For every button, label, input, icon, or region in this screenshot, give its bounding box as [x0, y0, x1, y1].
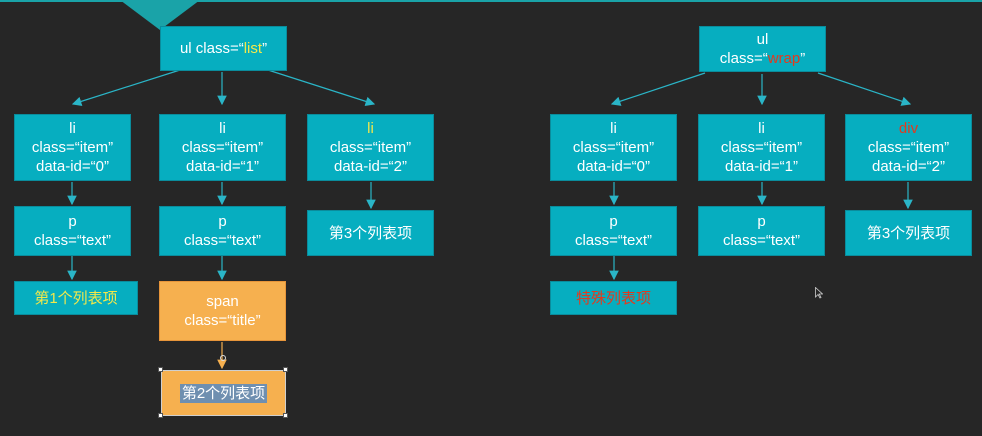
node-r-p-1: p class=“text” — [698, 206, 825, 256]
node-r-li-1: li class=“item” data-id=“1” — [698, 114, 825, 181]
slide-top-bar — [0, 0, 982, 2]
node-ul-list-classname: list — [243, 40, 263, 57]
node-ul-wrap-suffix: ” — [800, 50, 806, 67]
node-r-li-1-tag: li — [758, 120, 765, 137]
node-ul-wrap-prefix: class=“ — [719, 50, 768, 67]
node-li-0-tag: li — [69, 120, 76, 137]
node-r-special-label: 特殊列表项 — [575, 289, 651, 307]
node-li-1: li class=“item” data-id=“1” — [159, 114, 286, 181]
node-r-special: 特殊列表项 — [550, 281, 677, 315]
edge-wrap-to-li0 — [610, 72, 706, 106]
node-ul-wrap: ul class=“wrap” — [699, 26, 826, 72]
node-p-0: p class=“text” — [14, 206, 131, 256]
resize-handle-br[interactable] — [283, 413, 288, 418]
node-r-div-2-attrs: class=“item” data-id=“2” — [867, 139, 950, 175]
node-span-title-text: span class=“title” — [184, 293, 261, 329]
node-li-0: li class=“item” data-id=“0” — [14, 114, 131, 181]
mouse-cursor-icon — [815, 287, 823, 299]
node-li-0-attrs: class=“item” data-id=“0” — [31, 139, 114, 175]
node-ul-wrap-classname: wrap — [767, 50, 801, 67]
node-li-2: li class=“item” data-id=“2” — [307, 114, 434, 181]
resize-handle-tl[interactable] — [158, 367, 163, 372]
node-text-1-label: 第1个列表项 — [34, 289, 118, 307]
edge-list-to-li0 — [71, 69, 181, 107]
connector-point — [220, 355, 226, 361]
slide-top-notch — [120, 0, 200, 30]
node-span-title: span class=“title” — [159, 281, 286, 341]
node-r-div-2-tag: div — [898, 120, 919, 137]
node-r-text-3-label: 第3个列表项 — [866, 224, 951, 242]
node-r-p-0-text: p class=“text” — [574, 213, 653, 249]
node-text-2[interactable]: 第2个列表项 — [161, 370, 286, 416]
node-li-1-tag: li — [219, 120, 226, 137]
node-ul-wrap-tag: ul — [756, 31, 769, 48]
node-p-1: p class=“text” — [159, 206, 286, 256]
node-ul-list-suffix: ” — [262, 40, 268, 57]
resize-handle-tr[interactable] — [283, 367, 288, 372]
node-r-li-0-attrs: class=“item” data-id=“0” — [572, 139, 655, 175]
node-li-1-attrs: class=“item” data-id=“1” — [181, 139, 264, 175]
node-r-div-2: div class=“item” data-id=“2” — [845, 114, 972, 181]
node-r-li-0-tag: li — [610, 120, 617, 137]
node-r-li-1-attrs: class=“item” data-id=“1” — [720, 139, 803, 175]
node-r-li-0: li class=“item” data-id=“0” — [550, 114, 677, 181]
node-r-p-0: p class=“text” — [550, 206, 677, 256]
node-r-text-3: 第3个列表项 — [845, 210, 972, 256]
node-text-1: 第1个列表项 — [14, 281, 138, 315]
edge-wrap-to-div — [817, 72, 912, 106]
node-text-3: 第3个列表项 — [307, 210, 434, 256]
node-text-3-label: 第3个列表项 — [328, 224, 413, 242]
node-text-2-label: 第2个列表项 — [179, 383, 268, 403]
node-ul-list-prefix: ul class=“ — [179, 40, 244, 57]
resize-handle-bl[interactable] — [158, 413, 163, 418]
node-li-2-tag: li — [367, 120, 374, 137]
node-li-2-attrs: class=“item” data-id=“2” — [329, 139, 412, 175]
node-p-1-text: p class=“text” — [183, 213, 262, 249]
node-ul-list: ul class=“list” — [160, 26, 287, 71]
edge-list-to-li2 — [267, 69, 376, 107]
node-r-p-1-text: p class=“text” — [722, 213, 801, 249]
node-p-0-text: p class=“text” — [33, 213, 112, 249]
